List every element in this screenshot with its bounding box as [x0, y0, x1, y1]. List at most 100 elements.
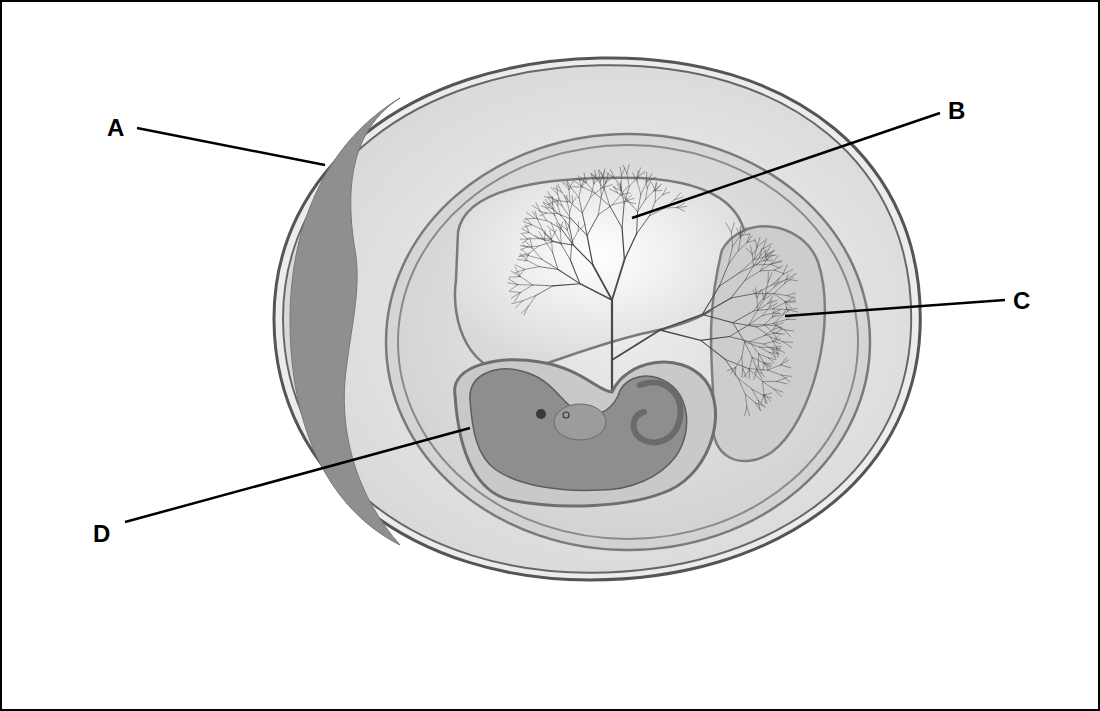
vessel [603, 169, 605, 178]
vessel [768, 358, 774, 363]
vessel [726, 223, 731, 233]
vessel [753, 261, 763, 266]
vessel [545, 240, 553, 252]
vessel [747, 407, 750, 416]
vessel [560, 231, 561, 244]
chorion-inner [398, 145, 858, 539]
vessel [646, 172, 647, 182]
vessel [780, 360, 789, 365]
embryo-limb [554, 404, 606, 440]
vessel [740, 260, 754, 273]
vessel [621, 191, 627, 201]
vessel [749, 310, 758, 325]
vessel [528, 238, 538, 239]
vessel [757, 298, 758, 311]
vessel [524, 307, 528, 315]
vessel [520, 238, 528, 239]
vessel [621, 176, 622, 188]
vessel [538, 242, 553, 246]
leader-line [785, 300, 1005, 316]
vessel [637, 171, 638, 181]
vessel [750, 336, 765, 342]
vessel [677, 207, 685, 211]
vessel [637, 181, 641, 194]
vessel [611, 300, 613, 392]
vessel [776, 381, 787, 383]
vessel [731, 280, 745, 298]
vessel [528, 256, 541, 260]
vessel [773, 327, 781, 329]
vessel [567, 181, 571, 188]
vessel [508, 279, 517, 285]
vessel [764, 325, 772, 332]
vessel [515, 265, 525, 270]
vessel [621, 187, 624, 203]
vessel [663, 192, 670, 195]
vessel [564, 182, 572, 188]
sac-b [455, 178, 747, 373]
vessel [583, 187, 595, 193]
chorion [386, 134, 870, 550]
vessel [579, 197, 582, 213]
vessel [786, 319, 795, 320]
vessel [763, 244, 772, 249]
vessel [760, 347, 770, 353]
vessel [553, 284, 580, 286]
vessel [772, 261, 781, 264]
vessel [773, 348, 780, 349]
leader-line [137, 128, 325, 165]
vessel [772, 302, 785, 309]
vessel [551, 187, 558, 194]
vessel [774, 294, 787, 296]
embryo-eye [536, 409, 546, 419]
vessel [786, 279, 797, 281]
vessel [529, 233, 538, 239]
vessel [747, 234, 750, 242]
vessel [748, 369, 767, 370]
vessel [774, 323, 784, 329]
vessel [774, 294, 785, 302]
vessel [702, 286, 719, 314]
vessel [754, 309, 772, 311]
vessel [571, 188, 579, 197]
vessel [783, 310, 790, 315]
vessel [576, 178, 586, 182]
vessel [762, 313, 773, 316]
vessel [539, 232, 545, 241]
vessel [606, 176, 613, 183]
vessel [561, 244, 570, 260]
vessel [764, 333, 776, 336]
vessel [620, 182, 621, 191]
vessel [740, 265, 757, 273]
vessel [532, 212, 537, 220]
vessel [764, 363, 768, 369]
vessel [737, 228, 741, 238]
vessel [774, 281, 782, 287]
vessel [514, 293, 520, 302]
vessel [551, 223, 554, 232]
vessel [612, 195, 621, 205]
vessel [750, 246, 752, 255]
vessel [767, 255, 774, 260]
vessel [578, 222, 580, 231]
vessel [660, 315, 702, 330]
vessel [781, 375, 789, 382]
vessel [518, 284, 533, 285]
embryo [470, 369, 687, 490]
egg-shell [274, 58, 920, 580]
vessel [623, 165, 627, 173]
vessel [509, 291, 520, 292]
vessel [565, 220, 567, 230]
vessel [610, 169, 614, 177]
vessel [749, 316, 762, 325]
shell-membrane [283, 65, 911, 572]
vessel [562, 192, 570, 202]
vessel [632, 173, 637, 181]
vessel [560, 222, 562, 231]
vessel [731, 223, 734, 233]
vessel [627, 165, 629, 174]
embryo-tail [634, 382, 681, 442]
vessel [569, 226, 573, 245]
